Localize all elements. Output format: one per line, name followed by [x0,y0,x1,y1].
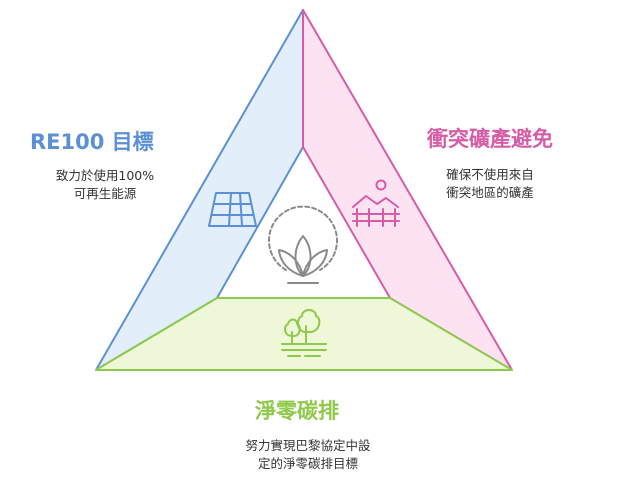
net-zero-title: 淨零碳排 [255,399,339,423]
net-zero-description: 努力實現巴黎協定中設 定的淨零碳排目標 [233,437,383,473]
bottom-segment [95,297,513,371]
net-zero-description-line-2: 定的淨零碳排目標 [257,456,358,471]
re100-description-line-2: 可再生能源 [73,186,137,201]
net-zero-description-line-1: 努力實現巴黎協定中設 [245,438,371,453]
re100-description-line-1: 致力於使用100% [55,168,155,183]
trees-icon [281,309,327,357]
landscape-fence-icon [352,179,400,227]
re100-title: RE100 目標 [30,130,154,154]
conflict-minerals-title: 衝突礦產避免 [427,127,553,151]
conflict-minerals-description: 確保不使用來自 衝突地區的礦產 [430,166,550,202]
solar-panel-icon [208,192,257,227]
sprout-leaves-icon [268,205,338,284]
re100-description: 致力於使用100% 可再生能源 [35,167,175,203]
conflict-minerals-description-line-1: 確保不使用來自 [446,167,534,182]
conflict-minerals-description-line-2: 衝突地區的礦產 [446,185,534,200]
